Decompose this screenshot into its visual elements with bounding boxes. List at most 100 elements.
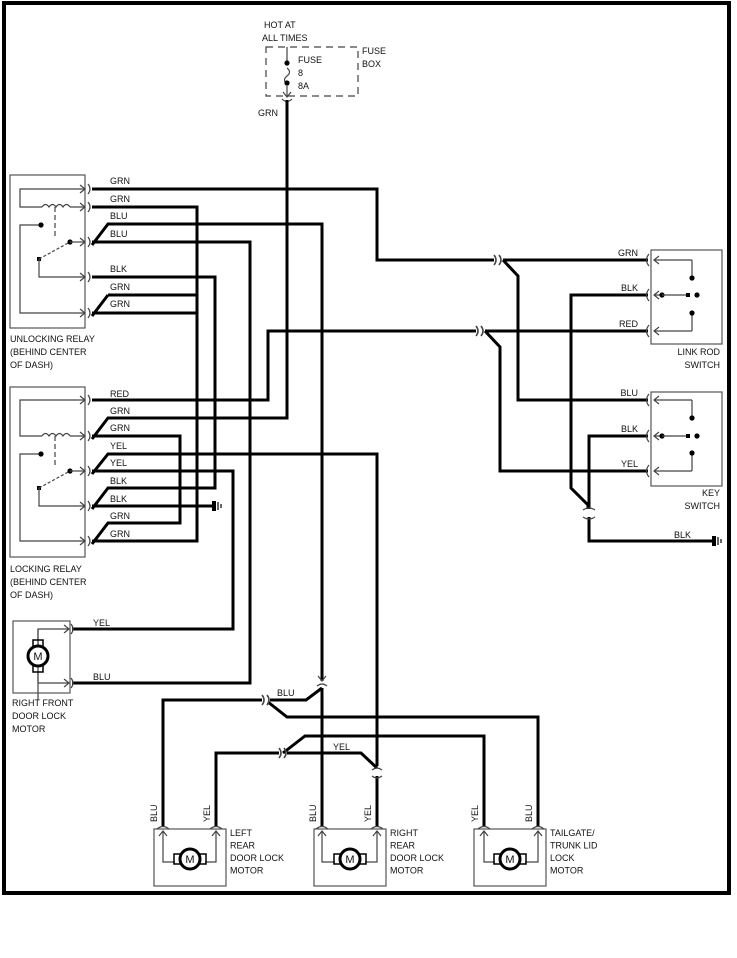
right-rear-motor-label: RIGHT bbox=[390, 828, 419, 838]
ground-lines bbox=[217, 502, 222, 510]
unlocking-common-lead bbox=[38, 259, 85, 278]
right-rear-connector-icon bbox=[315, 825, 384, 830]
right-rear-motor-label: MOTOR bbox=[390, 866, 424, 876]
left-rear-motor-leads bbox=[162, 831, 217, 863]
wire-label: BLU bbox=[149, 804, 159, 822]
motor-circle bbox=[26, 644, 50, 668]
left-rear-connector-icon bbox=[156, 825, 223, 830]
right-front-connector-icon bbox=[70, 623, 74, 689]
left-rear-motor-box bbox=[153, 828, 227, 887]
key-contact bbox=[689, 415, 695, 421]
unlocking-connector-icon bbox=[87, 236, 91, 248]
left-rear-motor-label: REAR bbox=[230, 841, 256, 851]
motor-symbol: M bbox=[33, 651, 42, 663]
motor-circle bbox=[338, 847, 362, 871]
fuse-number: 8 bbox=[298, 68, 303, 78]
wire-label-blu: BLU bbox=[277, 688, 295, 698]
wire-label-blu: BLU bbox=[93, 672, 111, 682]
right-rear-terminal-arrows bbox=[317, 830, 382, 837]
link-rod-terminal bbox=[653, 326, 692, 336]
connector-icon bbox=[278, 747, 287, 759]
tailgate-connector-icon bbox=[477, 825, 545, 830]
fuse-label: FUSE bbox=[298, 55, 322, 65]
wire-label: GRN bbox=[110, 511, 130, 521]
wire-yel-rear bbox=[90, 452, 379, 827]
key-pivot bbox=[686, 434, 690, 438]
wire-yel-left-rear bbox=[214, 751, 379, 827]
key-switch-label: SWITCH bbox=[685, 501, 721, 511]
wire-label-grn: GRN bbox=[258, 108, 278, 118]
motor-symbol: M bbox=[505, 854, 514, 866]
wire-label: YEL bbox=[621, 459, 638, 469]
link-rod-terminal bbox=[653, 255, 692, 265]
blk-connector-icon bbox=[582, 507, 596, 520]
wire-label: BLK bbox=[621, 424, 638, 434]
unlocking-relay-label: OF DASH) bbox=[10, 360, 53, 370]
tailgate-motor-leads bbox=[483, 831, 539, 863]
wire-label-yel: YEL bbox=[93, 618, 110, 628]
wire-blk-relay bbox=[90, 275, 217, 510]
wire-label: GRN bbox=[110, 406, 130, 416]
wire-label: GRN bbox=[110, 299, 130, 309]
wire-blu-tailgate bbox=[267, 700, 540, 827]
wire-label: BLK bbox=[110, 494, 127, 504]
right-front-motor-label: RIGHT FRONT bbox=[12, 698, 74, 708]
wire-grn-relay-loop bbox=[92, 205, 199, 543]
locking-connector-icon bbox=[87, 430, 91, 442]
key-contact bbox=[689, 450, 695, 456]
unlocking-relay-label: (BEHIND CENTER bbox=[10, 347, 87, 357]
key-connector-icon bbox=[645, 393, 650, 407]
fuse-box-label: BOX bbox=[362, 59, 381, 69]
wire-stub bbox=[90, 294, 110, 317]
key-terminal bbox=[653, 395, 692, 405]
hot-at-label: HOT AT bbox=[264, 20, 296, 30]
wire-blk-key-ground bbox=[587, 434, 712, 543]
diagram-frame bbox=[2, 1, 731, 895]
tailgate-motor-icon: M bbox=[493, 847, 527, 871]
locking-connector-icon bbox=[87, 535, 91, 547]
ground-icon bbox=[712, 536, 722, 546]
wire-label: BLU bbox=[110, 211, 128, 221]
locking-common-lead bbox=[38, 488, 85, 507]
tailgate-motor-label: TAILGATE/ bbox=[550, 828, 595, 838]
right-front-motor-label: MOTOR bbox=[12, 724, 46, 734]
locking-nc-contact bbox=[38, 451, 44, 457]
wire-label: YEL bbox=[470, 805, 480, 822]
wire-label: GRN bbox=[110, 282, 130, 292]
wire-label: BLU bbox=[110, 229, 128, 239]
wire-label-yel: YEL bbox=[333, 742, 350, 752]
locking-nc-circuit bbox=[19, 453, 85, 542]
tailgate-motor-label: MOTOR bbox=[550, 866, 584, 876]
key-contact bbox=[694, 433, 700, 439]
fuse-rating: 8A bbox=[298, 81, 309, 91]
wire-label: RED bbox=[110, 389, 130, 399]
motor-symbol: M bbox=[345, 854, 354, 866]
tailgate-motor-label: LOCK bbox=[550, 853, 575, 863]
wire-yel-tailgate bbox=[282, 734, 486, 827]
locking-relay-label: (BEHIND CENTER bbox=[10, 577, 87, 587]
wire-grn-locking-loop bbox=[90, 434, 182, 545]
left-rear-motor-icon: M bbox=[173, 847, 207, 871]
unlocking-coil-icon bbox=[41, 203, 71, 209]
motor-symbol: M bbox=[185, 854, 194, 866]
unlocking-nc-contact bbox=[38, 222, 44, 228]
unlocking-nc-circuit bbox=[19, 224, 85, 314]
ground-lines bbox=[717, 537, 722, 545]
wire-label: GRN bbox=[618, 248, 638, 258]
wire-label: GRN bbox=[110, 176, 130, 186]
tailgate-motor-label: TRUNK LID bbox=[550, 841, 598, 851]
wire-label: YEL bbox=[110, 458, 127, 468]
connector-icon bbox=[475, 325, 484, 337]
locking-coil-circuit bbox=[19, 399, 85, 437]
right-front-motor-icon: M bbox=[26, 639, 50, 673]
blu-splice-connector-icon bbox=[316, 675, 328, 687]
unlocking-connector-icon bbox=[87, 201, 91, 213]
wire-yel-right-front bbox=[72, 469, 235, 631]
unlocking-relay-label: UNLOCKING RELAY bbox=[10, 334, 95, 344]
fuse-box-outline bbox=[265, 46, 359, 97]
connector-icon bbox=[493, 254, 502, 266]
fuse-box-label: FUSE bbox=[362, 46, 386, 56]
wire-yel-key bbox=[483, 329, 648, 473]
key-connector-icon bbox=[645, 429, 650, 443]
